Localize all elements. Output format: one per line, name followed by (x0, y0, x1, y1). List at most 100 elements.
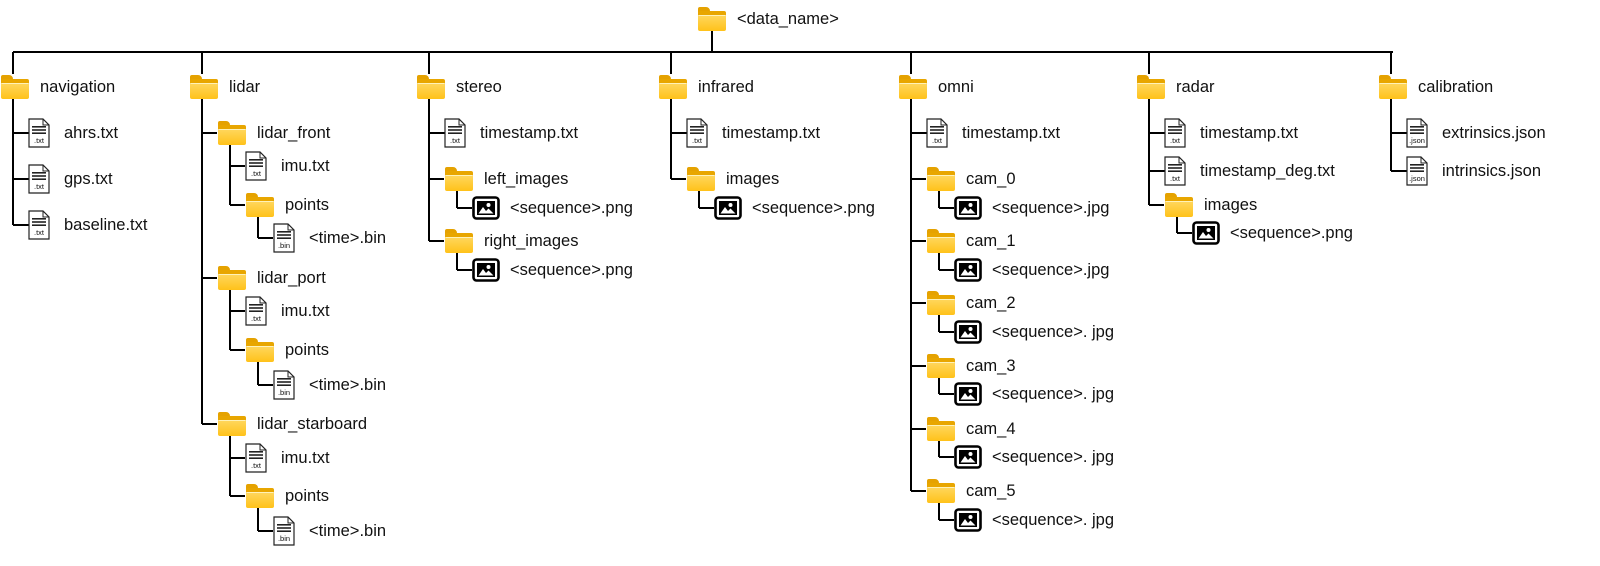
document-icon: .txt (1164, 118, 1186, 148)
file-timestamp-txt[interactable]: .txt timestamp.txt (686, 118, 820, 148)
folder-lidar-front[interactable]: lidar_front (217, 118, 330, 148)
image-file-icon (472, 258, 500, 282)
folder-icon (926, 417, 956, 441)
folder-icon (658, 75, 688, 99)
folder-left-images[interactable]: left_images (444, 164, 568, 194)
folder-right-images[interactable]: right_images (444, 226, 578, 256)
folder-cam-4-label: cam_4 (966, 419, 1016, 438)
image-file-sequence-png[interactable]: <sequence>.png (714, 193, 875, 223)
image-file-icon (954, 258, 982, 282)
folder-lidar[interactable]: lidar (189, 72, 260, 102)
folder-cam-5[interactable]: cam_5 (926, 476, 1016, 506)
folder-radar[interactable]: radar (1136, 72, 1215, 102)
file-timestamp-deg-txt-label: timestamp_deg.txt (1200, 161, 1335, 180)
file-imu-txt-label: imu.txt (281, 448, 330, 467)
folder-icon (245, 338, 275, 362)
image-file-sequence-png[interactable]: <sequence>.png (472, 255, 633, 285)
file-time-bin-label: <time>.bin (309, 228, 387, 247)
folder-icon (926, 479, 956, 503)
document-icon: .txt (444, 118, 466, 148)
document-icon: .json (1406, 156, 1428, 186)
folder-cam-2[interactable]: cam_2 (926, 288, 1016, 318)
file-time-bin[interactable]: .bin<time>.bin (273, 516, 386, 546)
folder-points-label: points (285, 340, 330, 359)
folder-navigation[interactable]: navigation (0, 72, 115, 102)
file-time-bin[interactable]: .bin <time>.bin (273, 223, 386, 253)
image-file-icon (954, 508, 982, 532)
file-gps-txt-label: gps.txt (64, 169, 113, 188)
folder-icon (217, 121, 247, 145)
root-folder-label: <data_name> (737, 9, 839, 28)
folder-cam-1-label: cam_1 (966, 231, 1016, 250)
folder-cam-0[interactable]: cam_0 (926, 164, 1016, 194)
document-icon: .txt (245, 296, 267, 326)
file-ahrs-txt-label: ahrs.txt (64, 123, 119, 142)
document-icon: .bin (273, 223, 295, 253)
document-icon: .txt (686, 118, 708, 148)
document-icon: .txt (926, 118, 948, 148)
folder-points[interactable]: points (245, 481, 329, 511)
folder-right-images-label: right_images (484, 231, 579, 250)
file-ahrs-txt[interactable]: .txt ahrs.txt (28, 118, 118, 148)
image-file-sequence-png[interactable]: <sequence>.png (1192, 218, 1353, 248)
folder-icon (1136, 75, 1166, 99)
folder-lidar-starboard-label: lidar_starboard (257, 414, 368, 433)
document-icon: .txt (28, 118, 50, 148)
image-file-sequence-jpg[interactable]: <sequence>. jpg (954, 442, 1114, 472)
file-time-bin-label: <time>.bin (309, 521, 387, 540)
folder-cam-3[interactable]: cam_3 (926, 351, 1016, 381)
folder-points[interactable]: points (245, 335, 329, 365)
folder-icon (0, 75, 30, 99)
folder-omni[interactable]: omni (898, 72, 974, 102)
image-file-sequence-jpg-label: <sequence>. jpg (992, 322, 1115, 341)
folder-icon (217, 412, 247, 436)
file-baseline-txt-label: baseline.txt (64, 215, 148, 234)
image-file-sequence-jpg-label: <sequence>. jpg (992, 447, 1115, 466)
folder-infrared[interactable]: infrared (658, 72, 754, 102)
folder-lidar-starboard[interactable]: lidar_starboard (217, 409, 367, 439)
file-imu-txt[interactable]: .txt imu.txt (245, 296, 330, 326)
folder-cam-0-label: cam_0 (966, 169, 1016, 188)
folder-lidar-label: lidar (229, 77, 261, 96)
image-file-icon (954, 445, 982, 469)
image-file-sequence-jpg-label: <sequence>.jpg (992, 260, 1110, 279)
file-time-bin[interactable]: .bin<time>.bin (273, 370, 386, 400)
image-file-sequence-jpg[interactable]: <sequence>. jpg (954, 379, 1114, 409)
folder-icon (898, 75, 928, 99)
document-icon: .txt (245, 151, 267, 181)
folder-points[interactable]: points (245, 190, 329, 220)
folder-cam-4[interactable]: cam_4 (926, 414, 1016, 444)
folder-calibration[interactable]: calibration (1378, 72, 1493, 102)
folder-images[interactable]: images (686, 164, 779, 194)
file-timestamp-txt-label: timestamp.txt (722, 123, 821, 142)
image-file-sequence-jpg[interactable]: <sequence>. jpg (954, 317, 1114, 347)
image-file-sequence-jpg[interactable]: <sequence>. jpg (954, 505, 1114, 535)
folder-calibration-label: calibration (1418, 77, 1494, 96)
folder-icon (926, 229, 956, 253)
file-imu-txt-label: imu.txt (281, 301, 330, 320)
image-file-sequence-png[interactable]: <sequence>.png (472, 193, 633, 223)
folder-icon (444, 167, 474, 191)
image-file-sequence-jpg[interactable]: <sequence>.jpg (954, 193, 1109, 223)
folder-images[interactable]: images (1164, 190, 1257, 220)
root-folder[interactable]: <data_name> (697, 4, 839, 34)
image-file-icon (954, 382, 982, 406)
folder-cam-1[interactable]: cam_1 (926, 226, 1016, 256)
folder-left-images-label: left_images (484, 169, 569, 188)
document-icon: .bin (273, 370, 295, 400)
image-file-sequence-jpg[interactable]: <sequence>.jpg (954, 255, 1109, 285)
folder-stereo[interactable]: stereo (416, 72, 502, 102)
folder-lidar-port[interactable]: lidar_port (217, 263, 326, 293)
folder-icon (416, 75, 446, 99)
folder-icon (189, 75, 219, 99)
